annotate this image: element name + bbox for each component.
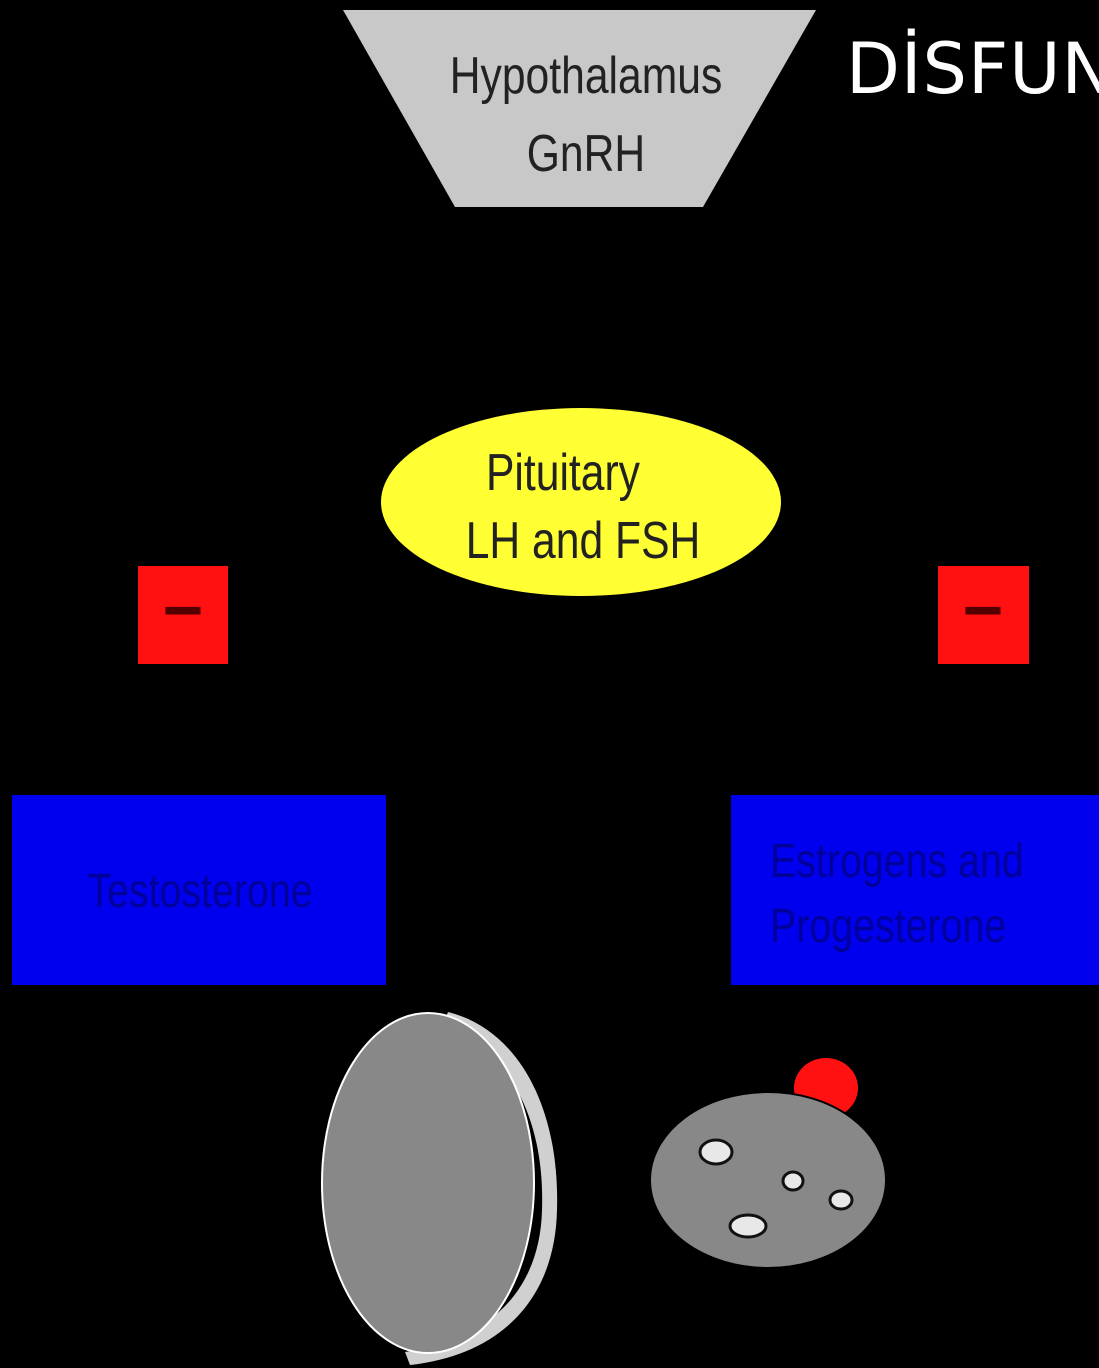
ovary-spot-3 xyxy=(828,1189,854,1211)
ovary-body xyxy=(649,1091,887,1269)
feedback-box-right xyxy=(938,566,1029,664)
negative-feedback-left: − xyxy=(138,566,228,664)
minus-sign-left: − xyxy=(163,571,204,649)
estrogen-box xyxy=(731,795,1099,985)
ovary-spot-4 xyxy=(728,1213,768,1239)
negative-feedback-right: − xyxy=(938,566,1029,664)
testis-icon xyxy=(321,1012,558,1365)
pituitary-shape xyxy=(381,408,781,596)
ovary-icon xyxy=(649,1058,887,1269)
ovary-spot-2 xyxy=(781,1170,805,1192)
ovary-spot-1 xyxy=(698,1138,734,1166)
hypothalamus-node: Hypothalamus GnRH xyxy=(343,10,816,207)
hypothalamus-label: Hypothalamus xyxy=(450,47,723,105)
pituitary-label: Pituitary xyxy=(486,444,640,502)
testosterone-box xyxy=(12,795,386,985)
hypothalamus-shape xyxy=(343,10,816,207)
lh-fsh-label: LH and FSH xyxy=(466,512,701,570)
slide-title: DİSFUN xyxy=(846,28,1099,110)
testosterone-label: Testosterone xyxy=(87,864,312,918)
progesterone-label: Progesterone xyxy=(770,899,1006,953)
estrogens-label: Estrogens and xyxy=(770,834,1024,888)
testosterone-node: Testosterone xyxy=(12,795,386,985)
pituitary-node: Pituitary LH and FSH xyxy=(381,408,781,596)
minus-sign-right: − xyxy=(963,571,1004,649)
feedback-box-left xyxy=(138,566,228,664)
gnrh-label: GnRH xyxy=(527,125,645,183)
estrogen-progesterone-node: Estrogens and Progesterone xyxy=(731,795,1099,985)
testis-body xyxy=(321,1012,535,1354)
